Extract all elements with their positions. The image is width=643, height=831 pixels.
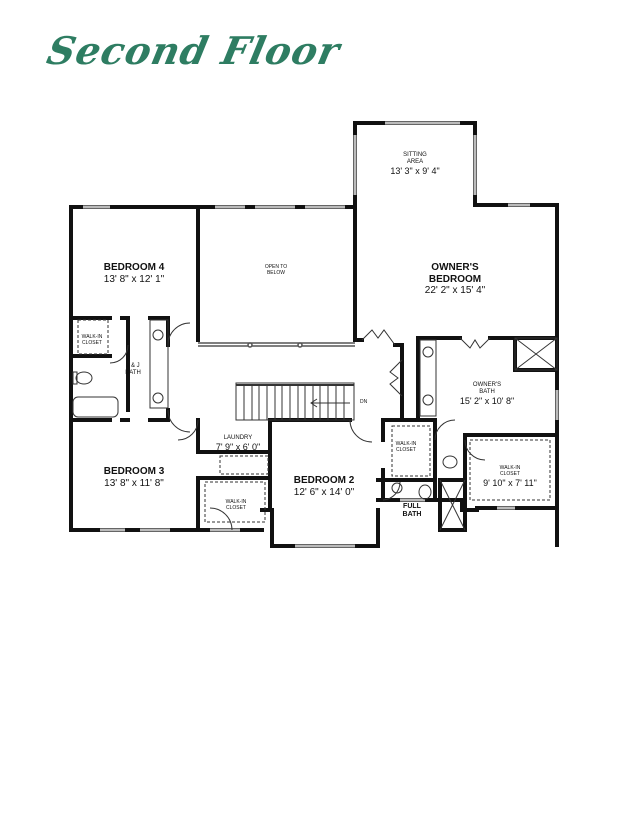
room-walk-in-closet-bedroom-4: WALK-IN CLOSET <box>81 334 103 346</box>
full-bath-bottom-wall <box>376 498 479 512</box>
bed3-closet-walls <box>196 476 272 532</box>
staircase <box>235 382 355 421</box>
room-owners-bath: OWNER'S BATH 15' 2" x 10' 8" <box>459 382 515 406</box>
bedroom-2-walls <box>260 508 380 548</box>
room-owners-walk-in-closet: WALK-IN CLOSET 9' 10" x 7' 11" <box>483 465 537 488</box>
room-bedroom-4: BEDROOM 4 13' 8" x 12' 1" <box>103 262 165 285</box>
owners-entry-walls <box>353 338 404 347</box>
room-full-bath: FULL BATH <box>402 503 422 519</box>
room-sitting-area: SITTING AREA 13' 3" x 9' 4" <box>390 152 440 176</box>
room-bedroom-2: BEDROOM 2 12' 6" x 14' 0" <box>293 475 355 498</box>
room-bedroom-3: BEDROOM 3 13' 8" x 11' 8" <box>103 466 165 489</box>
room-walk-in-closet-bedroom-2: WALK-IN CLOSET <box>395 441 417 453</box>
owners-bedroom-exterior-wall <box>473 203 559 547</box>
railing <box>198 342 355 348</box>
room-walk-in-closet-bedroom-3: WALK-IN CLOSET <box>225 499 247 511</box>
laundry-walls <box>196 418 272 454</box>
room-laundry: LAUNDRY 7' 9" x 6' 0" <box>215 435 261 452</box>
windows <box>83 121 559 548</box>
room-jj-bath: J & J BATH <box>125 363 141 376</box>
fixtures <box>72 319 558 531</box>
stairs-direction-label: DN <box>360 399 368 405</box>
left-exterior-wall <box>69 205 264 532</box>
room-open-to-below: OPEN TO BELOW <box>264 264 288 276</box>
room-owners-bedroom: OWNER'S BEDROOM 22' 2" x 15' 4" <box>424 262 486 296</box>
jj-bath-bottom-wall <box>69 408 170 422</box>
